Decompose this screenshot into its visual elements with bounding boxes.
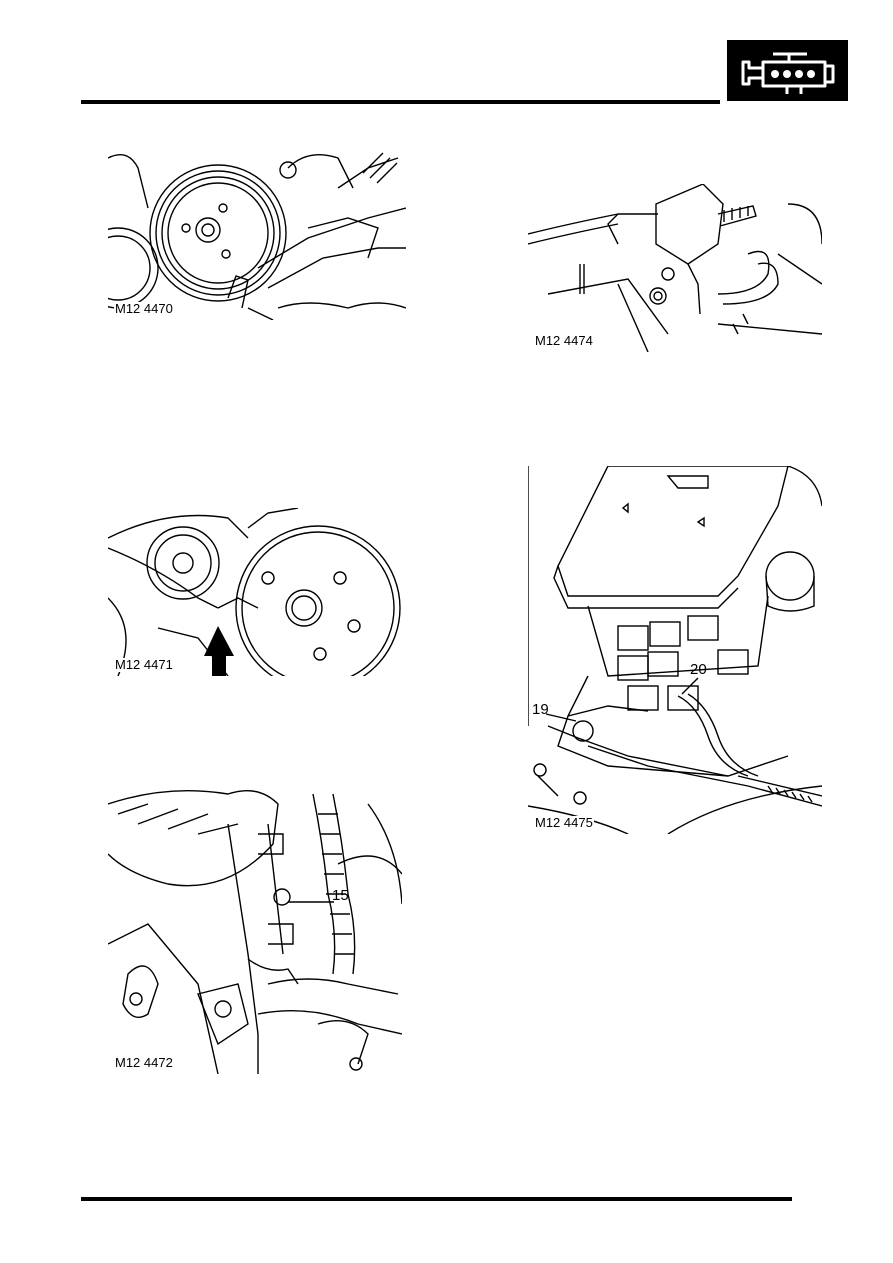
harness-bracket-drawing	[108, 789, 402, 1074]
callout-15: 15	[332, 887, 349, 904]
battery-terminal-drawing	[528, 184, 822, 352]
fuse-box-drawing	[528, 466, 822, 834]
header-rule	[81, 100, 720, 104]
figure-code: M12 4471	[114, 657, 174, 672]
illustration-belt-tensioner: M12 4471	[108, 508, 402, 676]
belt-tensioner-drawing	[108, 508, 401, 676]
illustration-fuse-box: 19 20 M12 4475	[528, 466, 822, 834]
illustration-harness-bracket: 15 M12 4472	[108, 784, 402, 1074]
callout-20: 20	[690, 661, 707, 678]
engine-icon	[741, 52, 835, 94]
figure-code: M12 4474	[534, 333, 594, 348]
footer-rule	[81, 1197, 792, 1201]
illustration-pulley: M12 4470	[108, 148, 406, 320]
figure-code: M12 4470	[114, 301, 174, 316]
figure-code: M12 4475	[534, 815, 594, 830]
figure-code: M12 4472	[114, 1055, 174, 1070]
illustration-battery-terminal: M12 4474	[528, 184, 822, 352]
pulley-drawing	[108, 152, 406, 320]
engine-section-icon	[727, 40, 848, 101]
callout-19: 19	[532, 701, 549, 718]
